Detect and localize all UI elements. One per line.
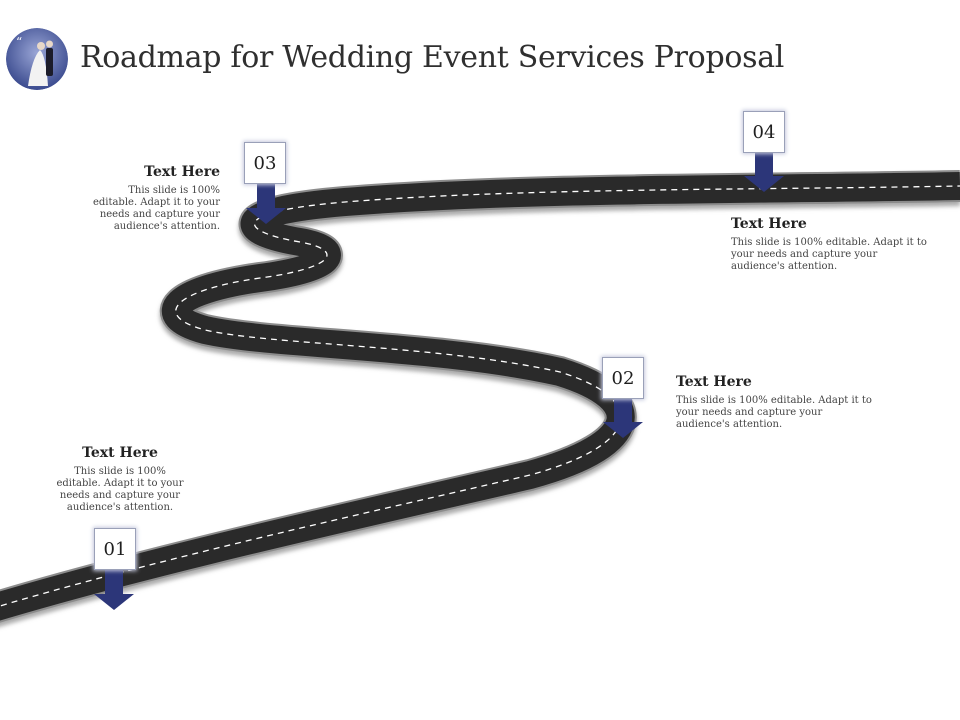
milestone-04-number: 04	[743, 111, 785, 153]
milestone-03-arrow-icon	[246, 184, 286, 224]
milestone-03-body: This slide is 100% editable. Adapt it to…	[92, 185, 220, 232]
milestone-01-body: This slide is 100% editable. Adapt it to…	[56, 466, 184, 513]
milestone-01-arrow-icon	[94, 570, 134, 610]
milestone-02-arrow-icon	[603, 398, 643, 438]
milestone-03-text: Text Here This slide is 100% editable. A…	[86, 164, 220, 233]
page-title: Roadmap for Wedding Event Services Propo…	[80, 40, 785, 75]
milestone-03-heading: Text Here	[144, 164, 220, 180]
milestone-01-text: Text Here This slide is 100% editable. A…	[52, 445, 188, 514]
milestone-04-text: Text Here This slide is 100% editable. A…	[731, 216, 931, 273]
wedding-couple-icon: “	[6, 28, 68, 90]
milestone-03-number: 03	[244, 142, 286, 184]
milestone-01-heading: Text Here	[82, 445, 158, 461]
milestone-02-text: Text Here This slide is 100% editable. A…	[676, 374, 876, 431]
milestone-02-number: 02	[602, 357, 644, 399]
svg-text:“: “	[16, 35, 22, 49]
milestone-01-number: 01	[94, 528, 136, 570]
milestone-04-body: This slide is 100% editable. Adapt it to…	[731, 237, 927, 272]
milestone-04-arrow-icon	[744, 152, 784, 192]
milestone-04-heading: Text Here	[731, 216, 807, 232]
milestone-02-heading: Text Here	[676, 374, 752, 390]
milestone-02-body: This slide is 100% editable. Adapt it to…	[676, 395, 872, 430]
